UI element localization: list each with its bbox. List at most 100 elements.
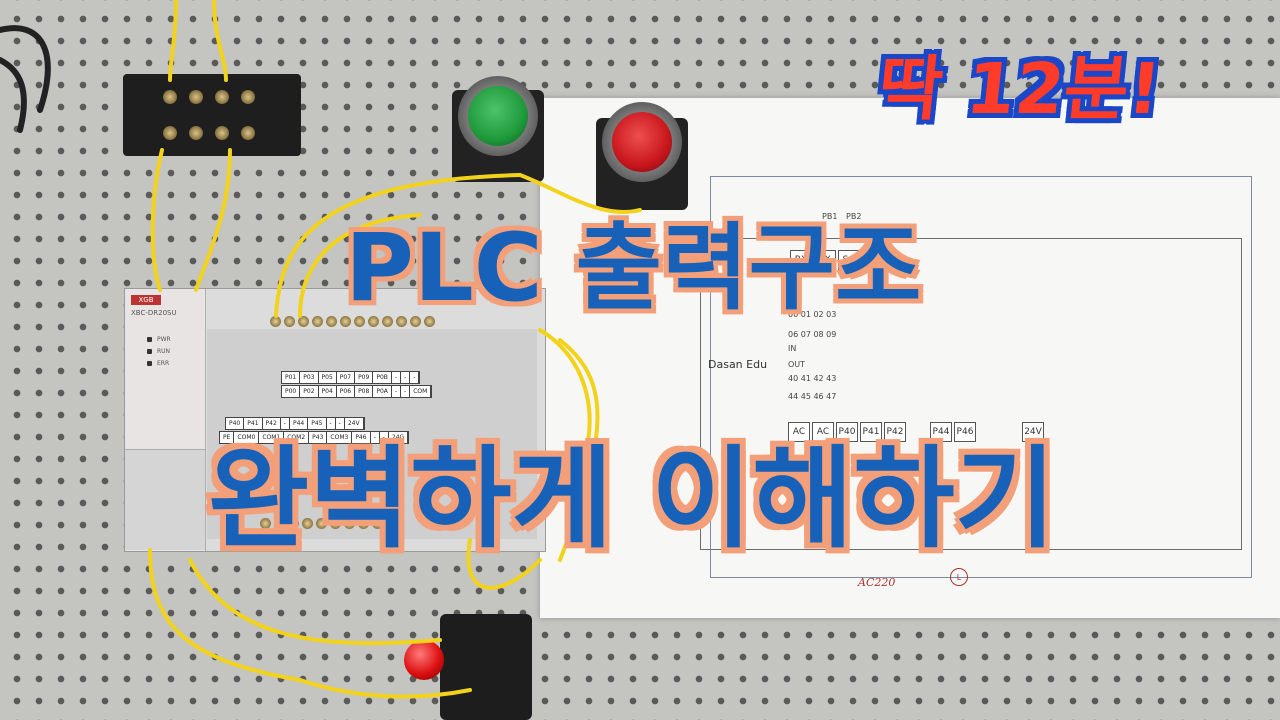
diagram-frame <box>710 176 1252 578</box>
screw <box>354 316 365 327</box>
title-line-1: PLC 출력구조 <box>345 214 922 323</box>
io-label: P0A <box>373 386 392 397</box>
io-label: COM0 <box>234 432 260 443</box>
diagram-out-numbers-2: 44 45 46 47 <box>788 392 837 401</box>
screw <box>410 316 421 327</box>
pilot-lamp-base <box>440 614 532 720</box>
diagram-terminal: 24V <box>1022 422 1044 442</box>
red-pushbutton <box>596 102 688 210</box>
status-led <box>147 337 152 342</box>
diagram-terminal: P5 <box>862 250 884 270</box>
diagram-terminal: P42 <box>884 422 906 442</box>
wire <box>298 678 472 699</box>
screw <box>330 518 341 529</box>
terminal-screw <box>163 126 177 140</box>
diagram-terminal: SG <box>838 250 860 270</box>
screw <box>312 316 323 327</box>
io-label: P03 <box>300 372 319 383</box>
handwritten-note: AC220 <box>858 576 896 589</box>
terminal-screw <box>241 90 255 104</box>
led-label-err: ERR <box>157 360 170 367</box>
wire <box>194 148 232 292</box>
io-label: P44 <box>290 418 309 429</box>
screw <box>382 316 393 327</box>
output-label-top: P40 P41 P42 - P44 P45 - - 24V <box>225 417 365 430</box>
screw <box>274 518 285 529</box>
diagram-out-label: OUT <box>788 360 806 369</box>
io-label: P42 <box>263 418 281 429</box>
terminal-screw <box>189 90 203 104</box>
screw <box>270 316 281 327</box>
diagram-in-label: IN <box>788 344 797 353</box>
duration-badge: 딱 12분! <box>873 48 1165 130</box>
diagram-terminal: AC <box>812 422 834 442</box>
screw <box>288 518 299 529</box>
screw <box>372 518 383 529</box>
status-led <box>147 361 152 366</box>
diagram-terminal: AC <box>788 422 810 442</box>
io-label: P46 <box>352 432 371 443</box>
io-label: P02 <box>300 386 319 397</box>
screw <box>316 518 327 529</box>
screw <box>302 518 313 529</box>
plc-output-screws <box>260 518 397 529</box>
io-label: - <box>410 372 420 383</box>
diagram-terminal: RX <box>790 250 812 270</box>
screw <box>358 518 369 529</box>
terminal-block <box>123 74 301 156</box>
diagram-terminal: TX <box>814 250 836 270</box>
io-label: - <box>380 432 389 443</box>
io-label: P45 <box>308 418 327 429</box>
wire <box>558 338 600 562</box>
input-label-bottom: P00 P02 P04 P06 P08 P0A - - COM <box>281 385 433 398</box>
screw <box>344 518 355 529</box>
screw <box>396 316 407 327</box>
black-cable <box>0 25 51 113</box>
terminal-screw <box>215 126 229 140</box>
terminal-screw <box>241 126 255 140</box>
io-label: COM1 <box>259 432 285 443</box>
screw <box>284 316 295 327</box>
screw <box>386 518 397 529</box>
io-label: P04 <box>319 386 337 397</box>
screw <box>424 316 435 327</box>
diagram-in-numbers-1: 00 01 02 03 <box>788 310 837 319</box>
black-cable <box>0 57 27 133</box>
io-label: P0B <box>373 372 392 383</box>
diagram-comm-terminals: RX TX SG P5 <box>790 250 884 270</box>
red-button-cap <box>612 112 672 172</box>
wire <box>518 173 642 214</box>
io-label: P05 <box>319 372 337 383</box>
terminal-screw <box>163 90 177 104</box>
io-label: P08 <box>355 386 374 397</box>
io-label: 24G <box>389 432 409 443</box>
input-label-top: P01 P03 P05 P07 P09 P0B - - - <box>281 371 421 384</box>
io-label: P43 <box>309 432 328 443</box>
plc-brand: XGB <box>131 295 161 305</box>
io-label: - <box>401 386 411 397</box>
plc-side-module <box>125 449 205 550</box>
diagram-out-numbers-1: 40 41 42 43 <box>788 374 837 383</box>
diagram-plc-outline <box>700 238 1242 550</box>
wire <box>168 0 178 82</box>
io-label: P07 <box>337 372 356 383</box>
diagram-out-terminals: AC AC P40 P41 P42 P44 P46 24V <box>788 422 1044 442</box>
green-pushbutton <box>452 76 544 182</box>
output-label-bottom: PE COM0 COM1 COM2 P43 COM3 P46 - - 24G <box>219 431 410 444</box>
terminal-screw <box>215 90 229 104</box>
plc-unit: XGB XBC-DR20SU PWR RUN ERR P01 P03 P05 P… <box>124 288 546 552</box>
io-label: - <box>392 372 402 383</box>
diagram-terminal: P46 <box>954 422 976 442</box>
pb-label-1: PB1 <box>822 212 838 221</box>
io-label: - <box>401 372 411 383</box>
wire <box>298 213 422 318</box>
wire <box>274 173 522 318</box>
io-label: P09 <box>355 372 374 383</box>
screw <box>368 316 379 327</box>
wire <box>538 328 592 472</box>
screw <box>260 518 271 529</box>
pb-label-2: PB2 <box>846 212 862 221</box>
io-label: - <box>371 432 380 443</box>
diagram-terminal: P44 <box>930 422 952 442</box>
